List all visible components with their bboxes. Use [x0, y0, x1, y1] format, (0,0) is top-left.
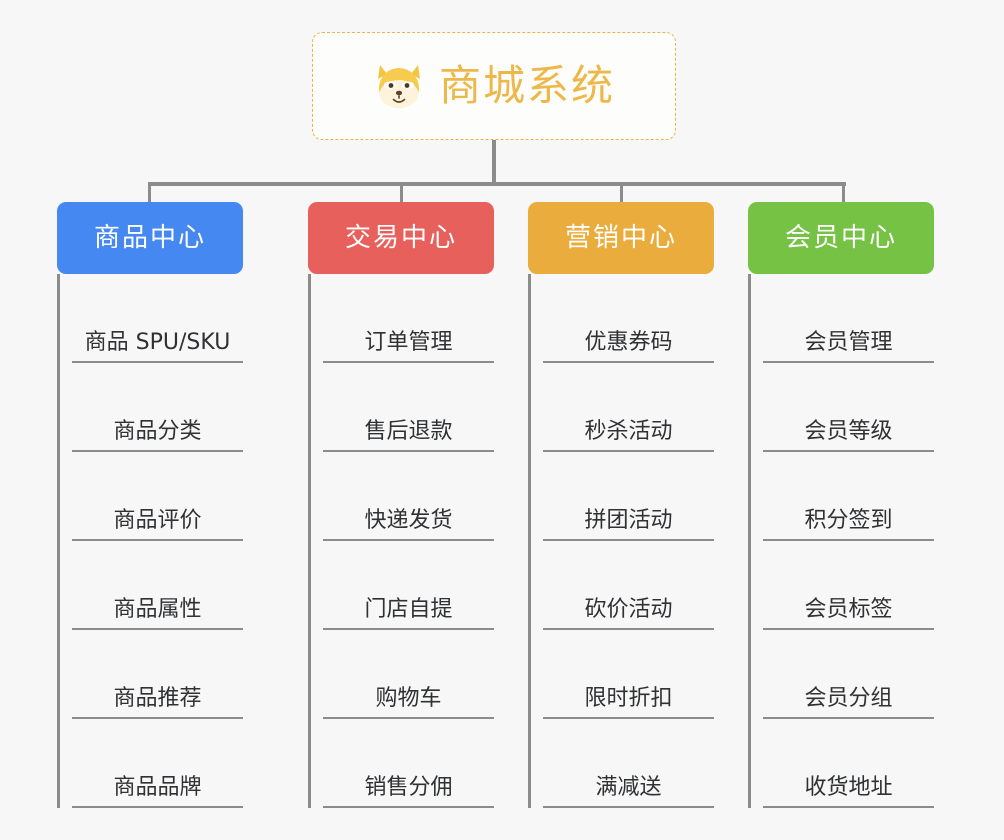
- list-item[interactable]: 优惠券码: [543, 274, 714, 363]
- connector-drop-1: [148, 182, 151, 206]
- list-item[interactable]: 会员标签: [763, 541, 934, 630]
- leaf-label: 销售分佣: [364, 774, 453, 800]
- connector-drop-2: [400, 182, 403, 206]
- leaf-label: 收货地址: [804, 774, 893, 800]
- leaf-label: 购物车: [375, 685, 442, 711]
- list-item[interactable]: 砍价活动: [543, 541, 714, 630]
- leaf-list-product-center: 商品 SPU/SKU 商品分类 商品评价 商品属性 商品推荐 商品品牌: [57, 274, 243, 808]
- connector-bus: [148, 182, 846, 186]
- list-item[interactable]: 商品分类: [72, 363, 243, 452]
- leaf-list-member-center: 会员管理 会员等级 积分签到 会员标签 会员分组 收货地址: [748, 274, 934, 808]
- leaf-label: 会员等级: [804, 418, 893, 444]
- leaf-label: 砍价活动: [584, 596, 673, 622]
- list-item[interactable]: 售后退款: [323, 363, 494, 452]
- leaf-label: 商品分类: [113, 418, 202, 444]
- leaf-label: 满减送: [595, 774, 662, 800]
- category-label: 商品中心: [93, 223, 206, 253]
- leaf-label: 限时折扣: [584, 685, 673, 711]
- list-item[interactable]: 商品属性: [72, 541, 243, 630]
- leaf-label: 拼团活动: [584, 507, 673, 533]
- root-title: 商城系统: [438, 61, 615, 110]
- leaf-label: 商品品牌: [113, 774, 202, 800]
- category-header-product-center[interactable]: 商品中心: [57, 202, 243, 274]
- branch-column-member-center: 会员中心 会员管理 会员等级 积分签到 会员标签 会员分组 收货地址: [748, 202, 934, 808]
- category-header-member-center[interactable]: 会员中心: [748, 202, 934, 274]
- shiba-dog-icon: [373, 60, 425, 112]
- leaf-label: 秒杀活动: [584, 418, 673, 444]
- leaf-label: 门店自提: [364, 596, 453, 622]
- list-item[interactable]: 满减送: [543, 719, 714, 808]
- leaf-list-trade-center: 订单管理 售后退款 快递发货 门店自提 购物车 销售分佣: [308, 274, 494, 808]
- branch-column-marketing-center: 营销中心 优惠券码 秒杀活动 拼团活动 砍价活动 限时折扣 满减送: [528, 202, 714, 808]
- leaf-label: 商品属性: [113, 596, 202, 622]
- list-item[interactable]: 门店自提: [323, 541, 494, 630]
- connector-drop-4: [842, 182, 845, 206]
- list-item[interactable]: 购物车: [323, 630, 494, 719]
- leaf-label: 积分签到: [804, 507, 893, 533]
- list-item[interactable]: 商品品牌: [72, 719, 243, 808]
- connector-root-stem: [492, 140, 496, 185]
- list-item[interactable]: 会员等级: [763, 363, 934, 452]
- branch-column-product-center: 商品中心 商品 SPU/SKU 商品分类 商品评价 商品属性 商品推荐 商品品牌: [57, 202, 243, 808]
- list-item[interactable]: 商品推荐: [72, 630, 243, 719]
- leaf-list-marketing-center: 优惠券码 秒杀活动 拼团活动 砍价活动 限时折扣 满减送: [528, 274, 714, 808]
- leaf-label: 订单管理: [364, 329, 453, 355]
- list-item[interactable]: 积分签到: [763, 452, 934, 541]
- list-item[interactable]: 会员分组: [763, 630, 934, 719]
- list-item[interactable]: 商品评价: [72, 452, 243, 541]
- category-label: 营销中心: [564, 223, 677, 253]
- list-item[interactable]: 订单管理: [323, 274, 494, 363]
- root-node[interactable]: 商城系统: [312, 32, 676, 140]
- list-item[interactable]: 秒杀活动: [543, 363, 714, 452]
- category-label: 交易中心: [344, 223, 457, 253]
- category-header-marketing-center[interactable]: 营销中心: [528, 202, 714, 274]
- leaf-label: 会员标签: [804, 596, 893, 622]
- list-item[interactable]: 会员管理: [763, 274, 934, 363]
- branch-column-trade-center: 交易中心 订单管理 售后退款 快递发货 门店自提 购物车 销售分佣: [308, 202, 494, 808]
- leaf-label: 商品 SPU/SKU: [84, 329, 231, 355]
- list-item[interactable]: 销售分佣: [323, 719, 494, 808]
- leaf-label: 会员分组: [804, 685, 893, 711]
- list-item[interactable]: 收货地址: [763, 719, 934, 808]
- connector-drop-3: [620, 182, 623, 206]
- leaf-label: 商品评价: [113, 507, 202, 533]
- leaf-label: 会员管理: [804, 329, 893, 355]
- list-item[interactable]: 限时折扣: [543, 630, 714, 719]
- leaf-label: 优惠券码: [584, 329, 673, 355]
- leaf-label: 售后退款: [364, 418, 453, 444]
- list-item[interactable]: 快递发货: [323, 452, 494, 541]
- leaf-label: 商品推荐: [113, 685, 202, 711]
- leaf-label: 快递发货: [364, 507, 453, 533]
- category-header-trade-center[interactable]: 交易中心: [308, 202, 494, 274]
- list-item[interactable]: 拼团活动: [543, 452, 714, 541]
- category-label: 会员中心: [784, 223, 897, 253]
- list-item[interactable]: 商品 SPU/SKU: [72, 274, 243, 363]
